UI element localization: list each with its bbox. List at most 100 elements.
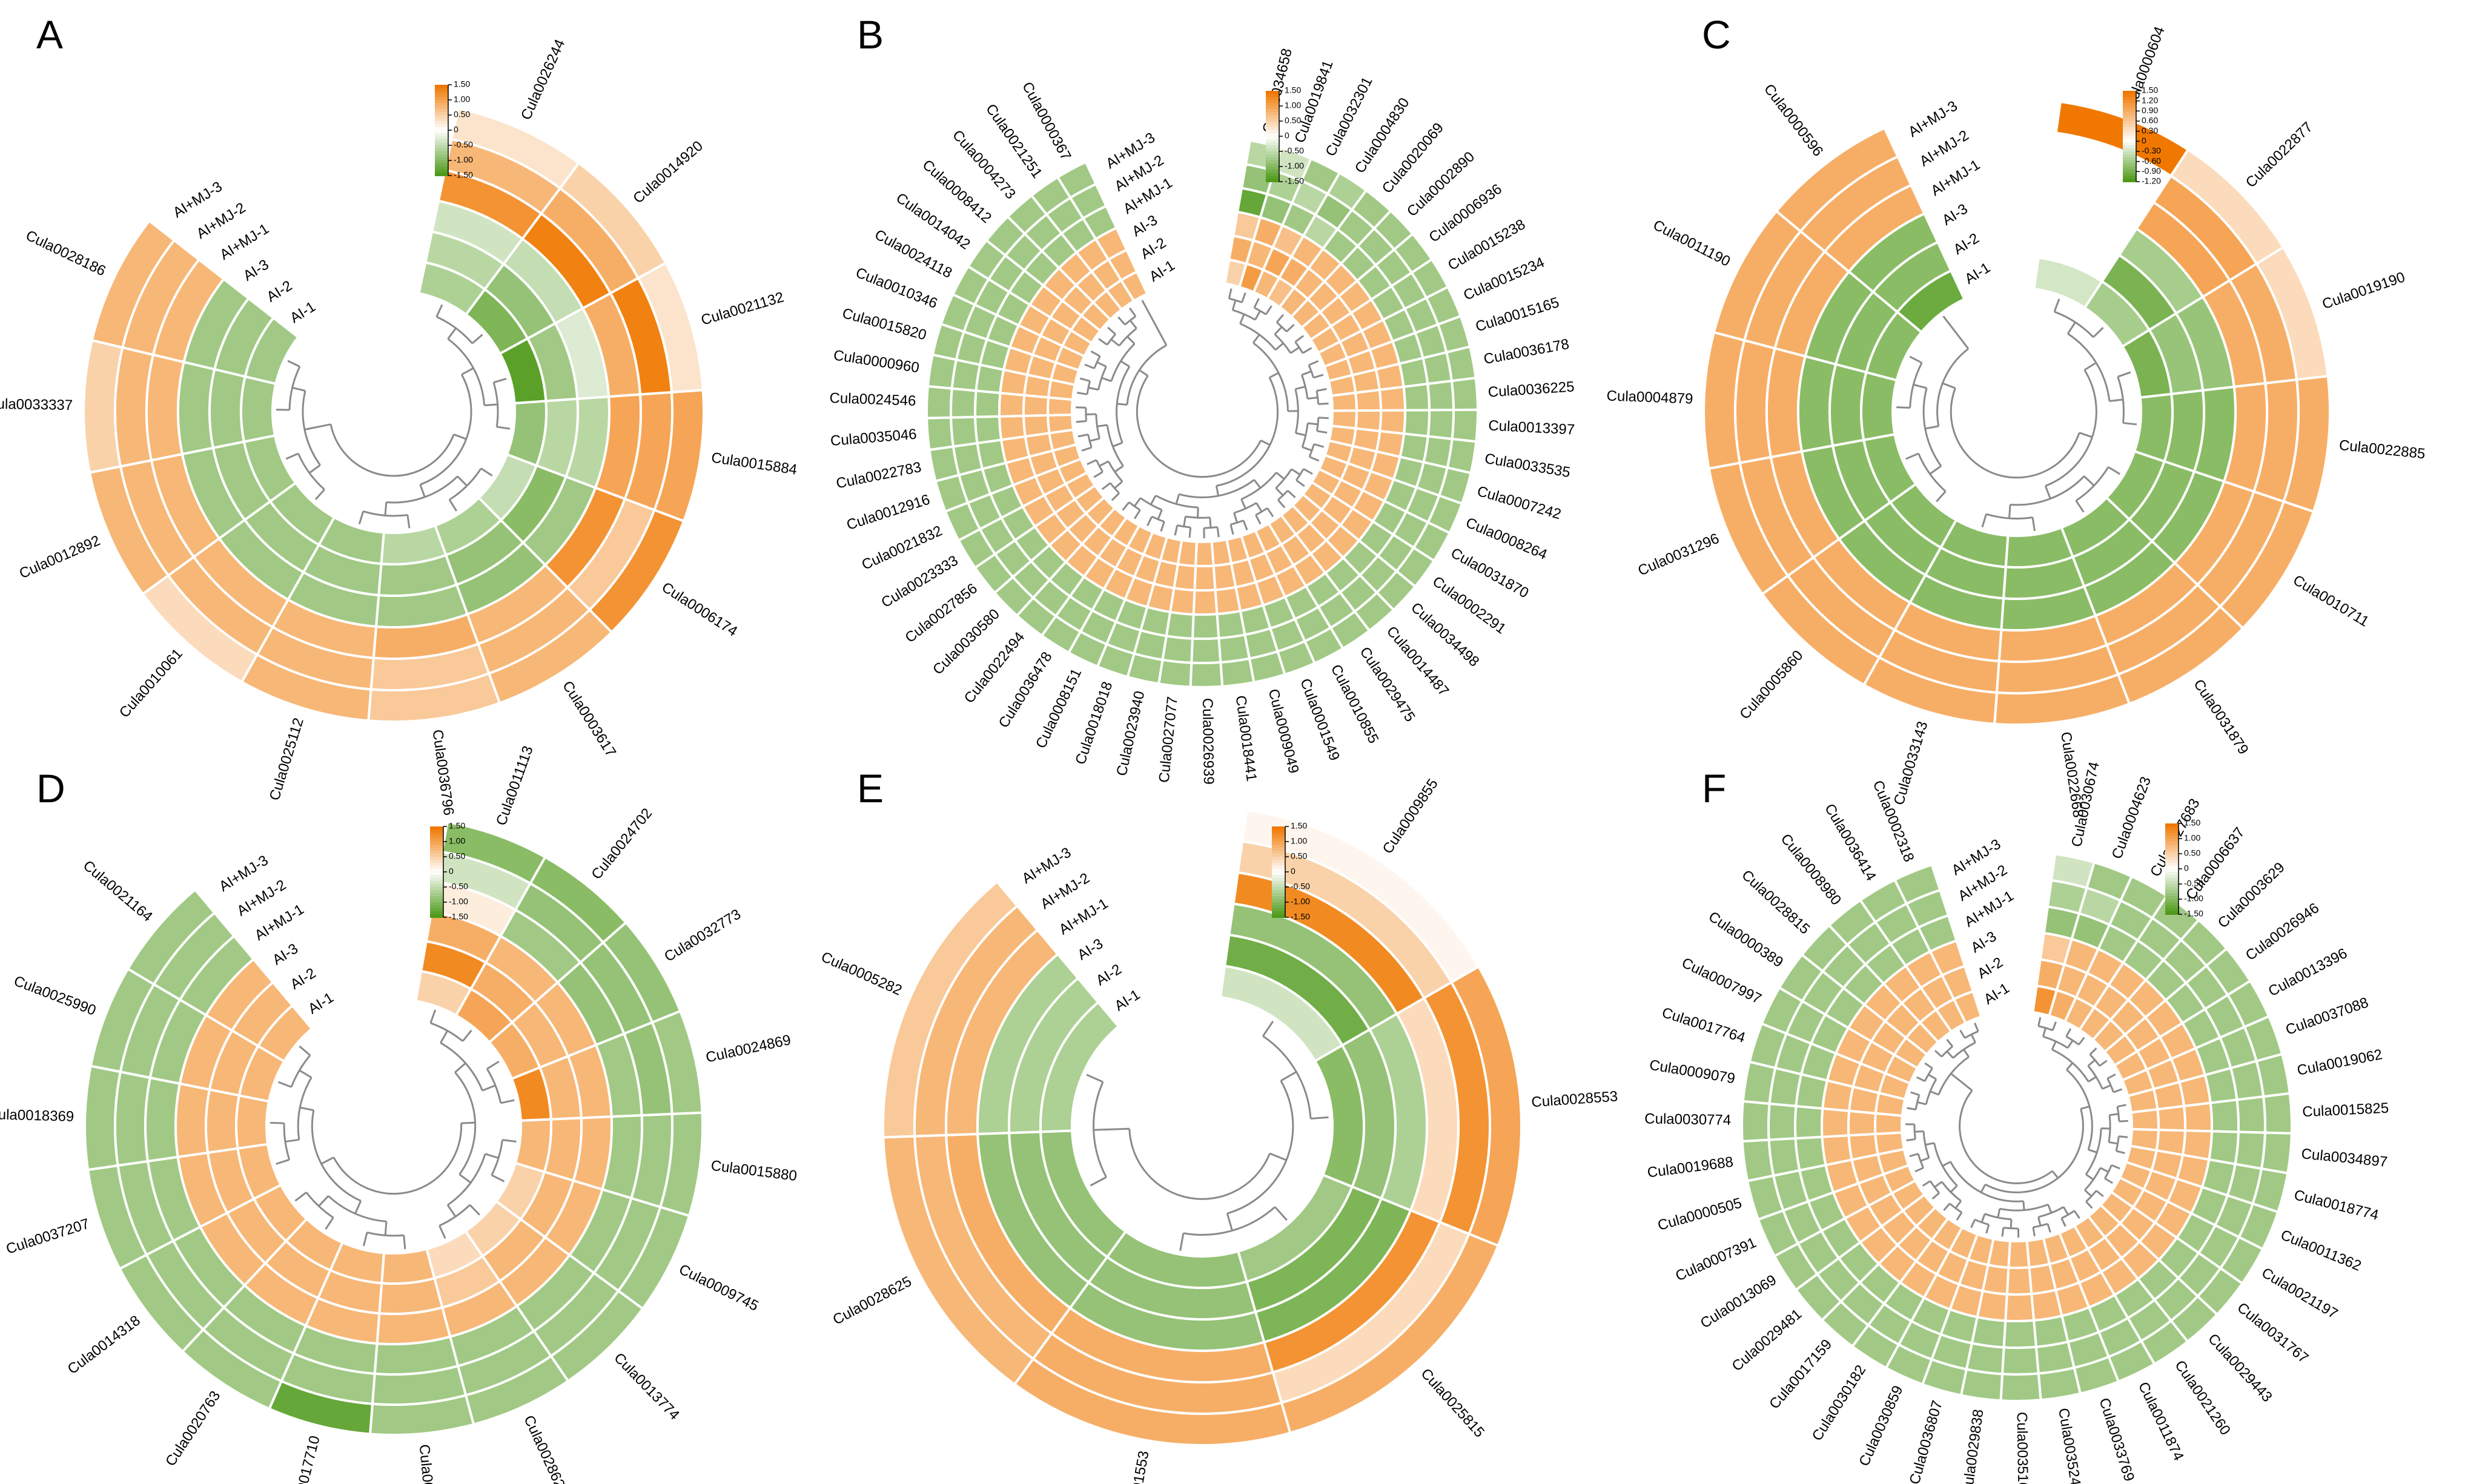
legend-gradient-segment — [1266, 163, 1279, 167]
dendrogram-branch — [1099, 460, 1109, 467]
dendrogram-branch — [1936, 348, 1969, 427]
legend-gradient-segment — [1266, 136, 1279, 140]
legend-gradient-segment — [2165, 905, 2179, 909]
dendrogram-branch — [1942, 382, 1956, 389]
dendrogram-branch — [1294, 335, 1305, 343]
legend-gradient-segment — [430, 914, 443, 918]
legend-tick-label: -0.50 — [449, 882, 468, 891]
legend-gradient-segment — [2165, 911, 2179, 915]
legend-gradient-segment — [2123, 130, 2136, 134]
dendrogram-branch — [1280, 1070, 1297, 1082]
legend-gradient-segment — [430, 860, 443, 863]
dendrogram-branch — [2066, 1062, 2074, 1070]
legend-gradient-segment — [435, 136, 448, 140]
dendrogram-branch — [2079, 432, 2093, 438]
legend-gradient-segment — [1266, 151, 1279, 155]
dendrogram-branch — [1315, 417, 1320, 432]
legend-gradient-segment — [1272, 826, 1285, 830]
legend-tick-label: -0.50 — [2184, 879, 2203, 888]
heatmap-cell — [2129, 1107, 2160, 1132]
gene-label: Cula0015825 — [2302, 1100, 2389, 1121]
dendrogram-branch — [2037, 1216, 2042, 1226]
dendrogram-branch — [1896, 406, 1910, 409]
dendrogram-branch — [287, 360, 300, 368]
dendrogram-branch — [1295, 432, 1306, 437]
dendrogram-branch — [1308, 360, 1319, 366]
dendrogram-branch — [429, 1009, 437, 1024]
dendrogram-branch — [1917, 1101, 1927, 1106]
legend-gradient-segment — [2123, 100, 2136, 104]
legend-gradient-segment — [435, 139, 448, 143]
dendrogram-branch — [1090, 350, 1100, 357]
dendrogram-branch — [1959, 1090, 2053, 1184]
legend-gradient-segment — [2123, 118, 2136, 122]
dendrogram-branch — [1085, 407, 1088, 421]
legend-gradient-segment — [435, 167, 448, 170]
dendrogram-branch — [1093, 1127, 1130, 1131]
dendrogram-branch — [2047, 1204, 2053, 1213]
legend-gradient-segment — [435, 94, 448, 97]
panel-letter: D — [36, 766, 65, 811]
legend-gradient-segment — [430, 908, 443, 912]
dendrogram-branch — [448, 499, 458, 512]
legend-gradient-segment — [2123, 103, 2136, 107]
dendrogram-branch — [1295, 479, 1305, 487]
legend-gradient-segment — [2165, 860, 2179, 863]
dendrogram-branch — [1097, 424, 1108, 427]
dendrogram-branch — [2093, 327, 2104, 338]
legend-gradient-segment — [2123, 91, 2136, 94]
heatmap-cell — [1047, 413, 1075, 435]
dendrogram-branch — [1231, 300, 1237, 311]
dendrogram-branch — [1157, 509, 1163, 520]
dendrogram-branch — [2109, 398, 2123, 402]
legend-gradient-segment — [2123, 139, 2136, 143]
dendrogram-branch — [1255, 514, 1262, 525]
dendrogram-branch — [491, 1174, 505, 1182]
dendrogram-branch — [1260, 440, 1271, 446]
dendrogram-branch — [454, 1062, 466, 1073]
legend-gradient-segment — [1272, 884, 1285, 888]
legend-tick-label: -1.50 — [1285, 176, 1304, 186]
legend-gradient-segment — [2165, 875, 2179, 879]
heatmap-cell — [1767, 1102, 1798, 1141]
legend-gradient-segment — [1266, 142, 1279, 146]
heatmap-cell — [240, 375, 277, 443]
heatmap-ring — [925, 139, 1480, 688]
dendrogram-branch — [1090, 1176, 1107, 1187]
heatmap-cell — [205, 1088, 241, 1155]
dendrogram-branch — [2109, 1113, 2119, 1116]
legend-gradient-segment — [2165, 902, 2179, 906]
dendrogram-branch — [1266, 507, 1274, 518]
legend-tick-label: 0 — [449, 866, 454, 876]
heatmap-cell — [1451, 408, 1479, 443]
dendrogram-branch — [1286, 323, 1295, 332]
legend-gradient-segment — [1266, 173, 1279, 176]
dendrogram-branch — [1185, 515, 1210, 519]
legend-gradient-segment — [430, 911, 443, 915]
legend-gradient-segment — [1266, 167, 1279, 170]
dendrogram-branch — [1929, 465, 1942, 475]
dendrogram-branch — [283, 1123, 291, 1160]
dendrogram-branch — [1114, 465, 1124, 473]
dendrogram-branch — [1117, 403, 1128, 406]
dendrogram-branch — [438, 1225, 446, 1239]
legend-gradient-segment — [1266, 100, 1279, 104]
dendrogram-branch — [294, 1192, 307, 1202]
legend-gradient-segment — [1266, 94, 1279, 97]
legend-gradient-segment — [1272, 866, 1285, 869]
dendrogram-branch — [403, 1235, 406, 1250]
legend-gradient-segment — [1272, 881, 1285, 885]
legend-gradient-segment — [1272, 842, 1285, 845]
dendrogram-branch — [1308, 422, 1319, 426]
dendrogram-branch — [2106, 1073, 2116, 1080]
legend-gradient-segment — [430, 839, 443, 842]
legend-gradient-segment — [2123, 145, 2136, 149]
dendrogram — [270, 1009, 517, 1250]
dendrogram-branch — [1956, 1212, 1963, 1221]
legend-gradient-segment — [430, 851, 443, 854]
dendrogram-branch — [1922, 387, 1942, 467]
dendrogram-branch — [1276, 314, 1285, 323]
legend-tick-label: 0.50 — [449, 851, 465, 861]
legend-gradient-segment — [2123, 133, 2136, 137]
legend-gradient-segment — [2165, 866, 2179, 869]
